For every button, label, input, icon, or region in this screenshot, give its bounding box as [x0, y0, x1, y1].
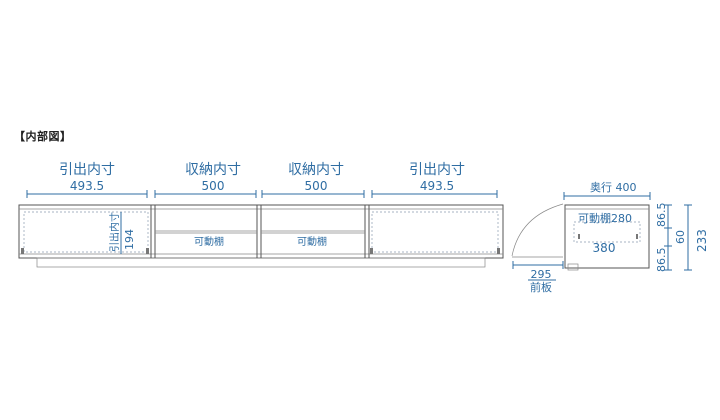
side-inner-depth: 380 — [593, 241, 616, 255]
movable-shelf-label-right: 可動棚 — [297, 235, 327, 248]
height-mid: 60 — [674, 230, 687, 244]
drawer-height-value: 194 — [123, 229, 136, 250]
height-bottom: 86.5 — [655, 248, 668, 273]
side-movable-shelf: 可動棚280 — [578, 211, 632, 225]
dim-value-shelf-left: 500 — [202, 179, 225, 193]
dimension-lines-front — [26, 190, 498, 198]
front-panel-value: 295 — [531, 268, 552, 281]
movable-shelf-label-left: 可動棚 — [194, 235, 224, 248]
depth-label: 奥行 400 — [590, 180, 637, 194]
drawer-height-dimension: 引出内寸 194 — [108, 212, 136, 254]
dim-title-shelf-right: 収納内寸 — [288, 162, 344, 178]
side-view: 奥行 400 可動棚280 380 295 前板 86.5 — [511, 180, 709, 294]
dim-value-drawer-right: 493.5 — [420, 179, 454, 193]
front-panel-label: 前板 — [530, 280, 552, 294]
section-title: 【内部図】 — [14, 130, 72, 143]
dim-title-drawer-right: 引出内寸 — [409, 162, 465, 178]
height-top: 86.5 — [655, 203, 668, 228]
height-total: 233 — [695, 229, 709, 252]
dim-value-drawer-left: 493.5 — [70, 179, 104, 193]
cabinet-body — [18, 204, 504, 268]
front-view: 引出内寸 収納内寸 収納内寸 引出内寸 493.5 500 500 493.5 — [18, 162, 504, 268]
dim-title-shelf-left: 収納内寸 — [185, 162, 241, 178]
dim-value-shelf-right: 500 — [305, 179, 328, 193]
dim-title-drawer-left: 引出内寸 — [59, 162, 115, 178]
drawer-height-label: 引出内寸 — [108, 212, 121, 252]
